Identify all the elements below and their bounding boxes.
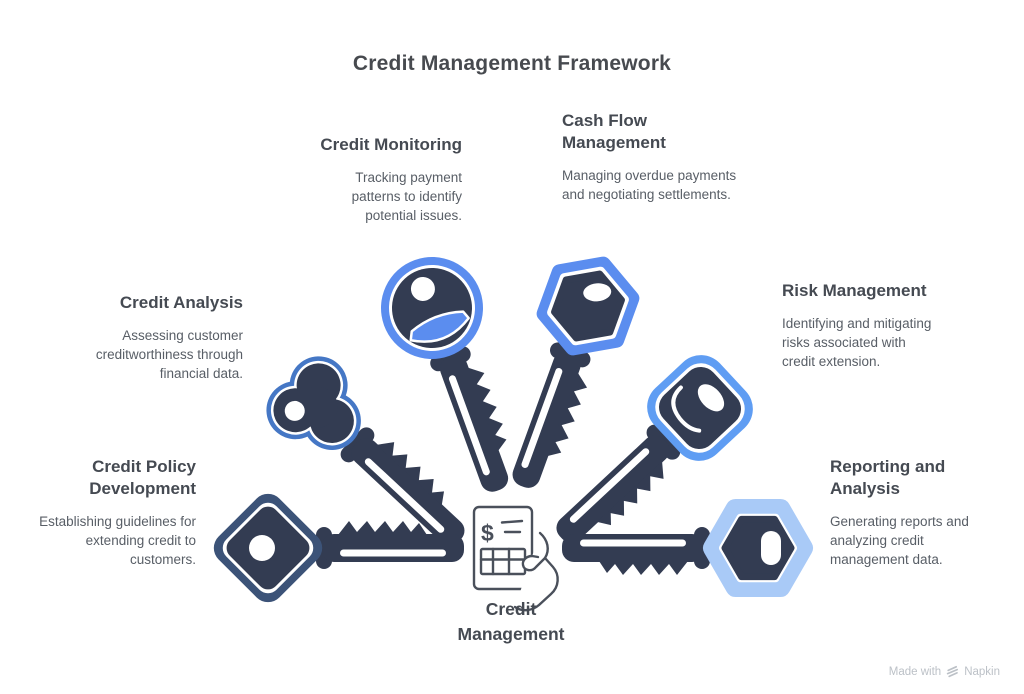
section-credit-analysis: Credit Analysis Assessing customer credi…: [85, 292, 243, 383]
section-body: Generating reports and analyzing credit …: [830, 514, 969, 567]
section-credit-policy-development: Credit Policy Development Establishing g…: [36, 456, 196, 569]
section-reporting-and-analysis: Reporting and Analysis Generating report…: [830, 456, 992, 569]
section-body: Identifying and mitigating risks associa…: [782, 316, 932, 369]
section-cash-flow-management: Cash Flow Management Managing overdue pa…: [562, 110, 737, 204]
made-with-text: Made with: [888, 665, 942, 678]
napkin-logo-icon: [946, 665, 959, 678]
section-heading: Credit Policy Development: [89, 457, 196, 498]
section-risk-management: Risk Management Identifying and mitigati…: [782, 280, 940, 371]
section-heading: Reporting and Analysis: [830, 457, 946, 498]
section-credit-monitoring: Credit Monitoring Tracking payment patte…: [305, 134, 462, 225]
section-heading: Cash Flow Management: [562, 111, 666, 152]
invoice-hand-icon: $: [472, 505, 559, 612]
key-icon-reporting-and-analysis: [562, 499, 813, 597]
section-body: Establishing guidelines for extending cr…: [39, 514, 196, 567]
page-title: Credit Management Framework: [352, 52, 672, 75]
svg-text:$: $: [481, 520, 494, 546]
key-icon-credit-monitoring: [381, 257, 524, 498]
center-label-credit-management: Credit Management: [457, 599, 565, 644]
brand-text: Napkin: [964, 665, 1000, 678]
section-heading: Credit Analysis: [119, 293, 243, 312]
key-icon-credit-analysis: [266, 356, 479, 556]
made-with-napkin: Made with Napkin: [889, 665, 1000, 678]
key-icon-cash-flow-management: [502, 256, 640, 496]
section-heading: Risk Management: [782, 281, 927, 300]
section-body: Managing overdue payments and negotiatin…: [562, 168, 737, 202]
section-body: Tracking payment patterns to identify po…: [351, 170, 462, 223]
key-icon-credit-policy-development: [213, 493, 464, 603]
section-heading: Credit Monitoring: [320, 135, 462, 154]
key-icon-risk-management: [546, 355, 753, 558]
section-body: Assessing customer creditworthiness thro…: [95, 328, 243, 381]
